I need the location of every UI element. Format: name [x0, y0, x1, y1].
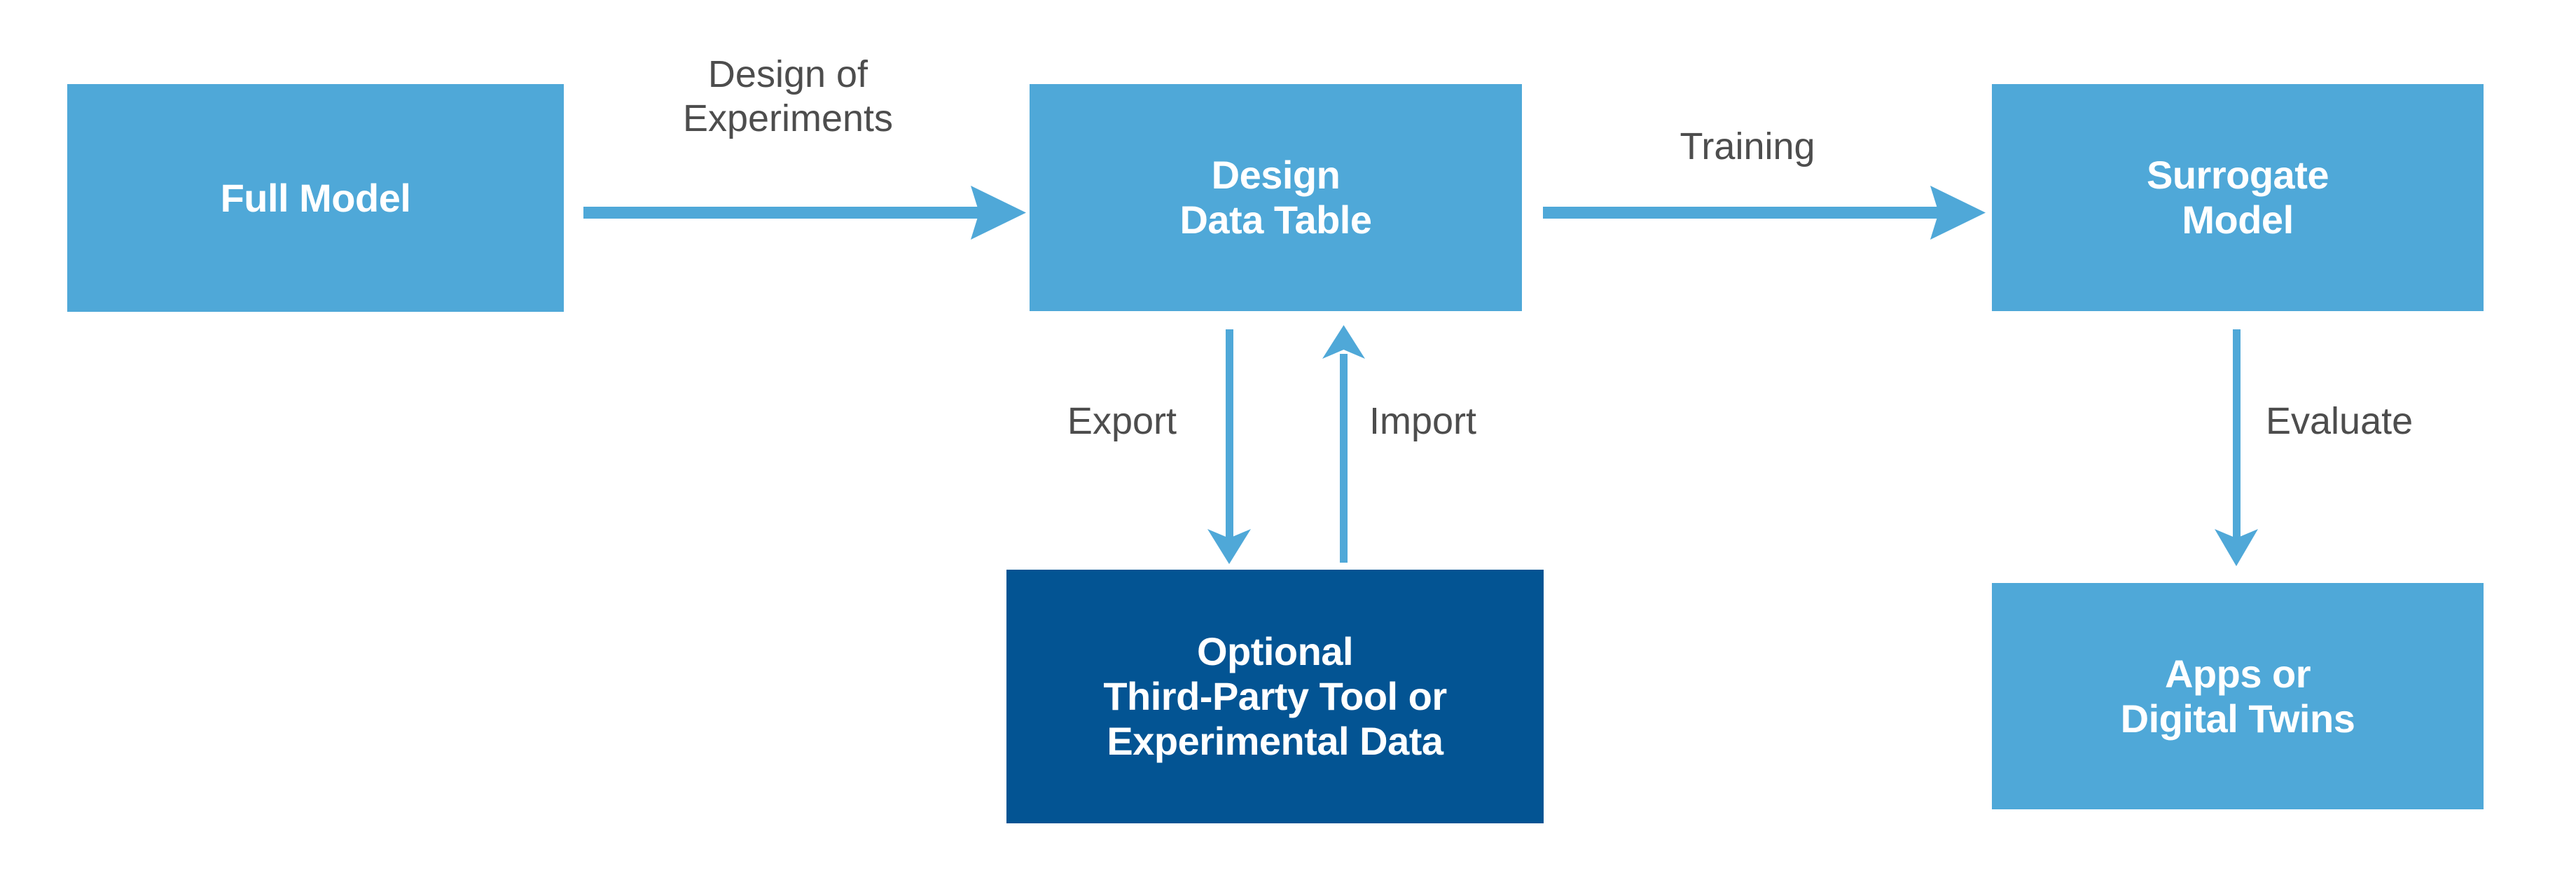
- node-surrogate-model[interactable]: Surrogate Model: [1992, 84, 2484, 311]
- node-full-model-label: Full Model: [220, 175, 411, 220]
- arrow-import: [1322, 325, 1365, 563]
- node-design-data-table[interactable]: Design Data Table: [1030, 84, 1522, 311]
- edge-label-import: Import: [1369, 400, 1477, 442]
- arrow-export: [1207, 329, 1251, 564]
- node-full-model[interactable]: Full Model: [67, 84, 564, 312]
- edge-label-export: Export: [1067, 400, 1177, 442]
- arrow-training: [1543, 186, 1986, 240]
- edge-label-training: Training: [1680, 125, 1815, 167]
- arrow-evaluate: [2215, 329, 2258, 566]
- node-optional-third-party-tool-label: Optional Third-Party Tool or Experimenta…: [1103, 629, 1447, 763]
- node-design-data-table-label: Design Data Table: [1179, 153, 1372, 242]
- edge-label-evaluate: Evaluate: [2266, 400, 2414, 442]
- node-apps-digital-twins[interactable]: Apps or Digital Twins: [1992, 583, 2484, 809]
- node-optional-third-party-tool[interactable]: Optional Third-Party Tool or Experimenta…: [1006, 570, 1544, 823]
- node-apps-digital-twins-label: Apps or Digital Twins: [2120, 651, 2355, 741]
- arrow-design-of-experiments: [583, 186, 1026, 240]
- edge-label-design-of-experiments: Design of Experiments: [682, 53, 894, 140]
- node-surrogate-model-label: Surrogate Model: [2147, 153, 2329, 242]
